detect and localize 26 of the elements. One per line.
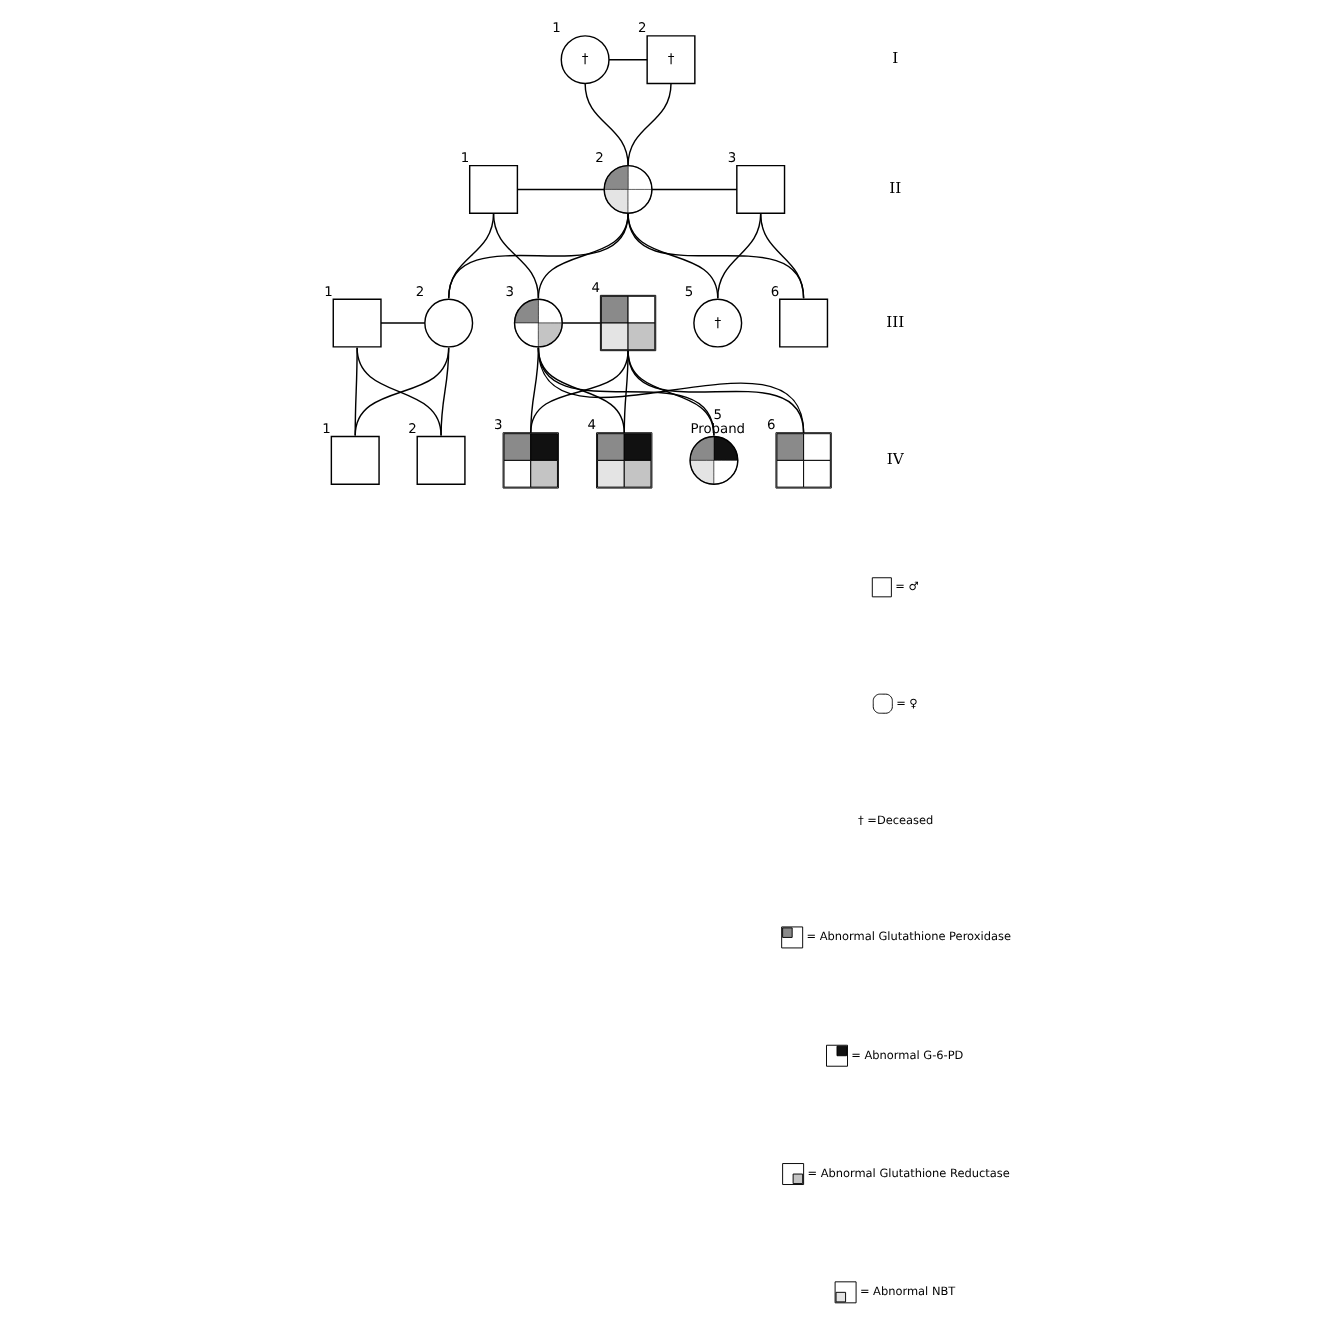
connector <box>380 322 426 324</box>
node-box <box>416 435 466 485</box>
connector <box>759 212 805 299</box>
connector <box>354 347 358 437</box>
node-box <box>330 435 380 485</box>
connector <box>492 212 540 299</box>
node-box <box>779 298 829 348</box>
connector <box>537 347 715 437</box>
connector <box>537 347 805 434</box>
connector <box>627 212 805 299</box>
connector <box>448 212 629 299</box>
connector <box>440 347 450 437</box>
connector <box>584 82 629 167</box>
connector <box>651 188 738 191</box>
connector <box>623 349 629 434</box>
connector <box>627 349 715 437</box>
node-circle <box>424 298 474 348</box>
connector <box>516 188 605 191</box>
node-box <box>736 164 786 214</box>
connector <box>627 82 672 167</box>
node-box <box>332 298 382 348</box>
connector <box>561 322 602 324</box>
connector <box>537 212 629 299</box>
connector <box>608 59 648 61</box>
connector <box>627 349 805 434</box>
node-box <box>468 164 519 214</box>
